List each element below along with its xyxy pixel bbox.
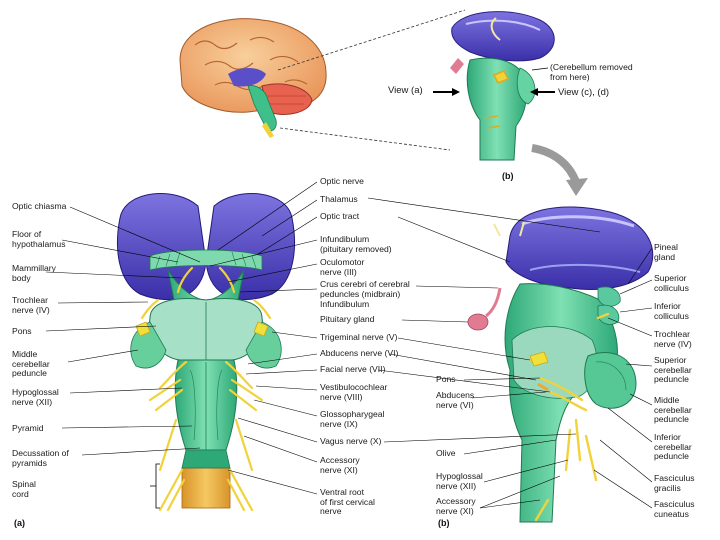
label-hypoglossal-right: Hypoglossal nerve (XII) <box>436 471 483 491</box>
label-accessory-center: Accessory nerve (XI) <box>320 455 360 475</box>
panel-label-a: (a) <box>14 518 25 528</box>
lateral-view <box>467 206 654 523</box>
label-vagus: Vagus nerve (X) <box>320 436 382 446</box>
label-thalamus: Thalamus <box>320 194 358 204</box>
panel-label-b-small: (b) <box>502 171 514 181</box>
label-pineal: Pineal gland <box>654 242 678 262</box>
label-trigeminal: Trigeminal nerve (V) <box>320 332 398 342</box>
label-glossopharyngeal: Glossopharygeal nerve (IX) <box>320 409 385 429</box>
label-pyramid: Pyramid <box>12 423 44 433</box>
label-trochlear-right: Trochlear nerve (IV) <box>654 329 692 349</box>
label-optic-nerve: Optic nerve <box>320 176 364 186</box>
label-pons-right: Pons <box>436 374 456 384</box>
label-abducens-right: Abducens nerve (VI) <box>436 390 475 410</box>
label-optic-tract: Optic tract <box>320 211 360 221</box>
label-infundibulum-removed: Infundibulum (pituitary removed) <box>320 234 392 254</box>
label-abducens: Abducens nerve (VI) <box>320 348 399 358</box>
label-fasciculus-gracilis: Fasciculus gracilis <box>654 473 695 493</box>
label-infundibulum: Infundibulum <box>320 299 370 309</box>
label-hypoglossal-left: Hypoglossal nerve (XII) <box>12 387 59 407</box>
label-trochlear-left: Trochlear nerve (IV) <box>12 295 50 315</box>
cerebellum-removed-note: (Cerebellum removed from here) <box>550 62 633 82</box>
label-inferior-colliculus: Inferior colliculus <box>654 301 689 321</box>
leader-lines <box>45 181 653 509</box>
curved-arrow <box>531 144 580 184</box>
label-middle-cerebellar-right: Middle cerebellar peduncle <box>654 395 692 425</box>
label-facial: Facial nerve (VII) <box>320 364 386 374</box>
whole-brain-inset <box>179 18 327 138</box>
label-floor-hypothalamus: Floor of hypothalamus <box>12 229 66 249</box>
view-arrows <box>433 67 555 96</box>
projection-lines <box>277 9 466 151</box>
label-inferior-cerebellar: Inferior cerebellar peduncle <box>654 432 692 462</box>
label-crus-cerebri: Crus cerebri of cerebral peduncles (midb… <box>320 279 410 299</box>
view-a-label: View (a) <box>388 85 423 96</box>
label-decussation: Decussation of pyramids <box>12 448 69 468</box>
label-superior-colliculus: Superior colliculus <box>654 273 689 293</box>
label-fasciculus-cuneatus: Fasciculus cuneatus <box>654 499 695 519</box>
label-vestibulocochlear: Vestibulocochlear nerve (VIII) <box>320 382 388 402</box>
label-optic-chiasma: Optic chiasma <box>12 201 67 211</box>
ventral-view <box>117 193 295 512</box>
label-superior-cerebellar: Superior cerebellar peduncle <box>654 355 692 385</box>
label-accessory-right: Accessory nerve (XI) <box>436 496 476 516</box>
label-pituitary: Pituitary gland <box>320 314 375 324</box>
label-spinal-cord: Spinal cord <box>12 479 36 499</box>
panel-label-b-large: (b) <box>438 518 450 528</box>
view-cd-label: View (c), (d) <box>558 87 610 98</box>
label-olive: Olive <box>436 448 456 458</box>
label-mammillary-body: Mammillary body <box>12 263 56 283</box>
label-middle-cerebellar-left: Middle cerebellar peduncle <box>12 349 50 379</box>
label-oculomotor: Oculomotor nerve (III) <box>320 257 365 277</box>
label-pons-left: Pons <box>12 326 32 336</box>
brainstem-inset <box>450 11 555 161</box>
label-ventral-root: Ventral root of first cervical nerve <box>320 487 375 517</box>
